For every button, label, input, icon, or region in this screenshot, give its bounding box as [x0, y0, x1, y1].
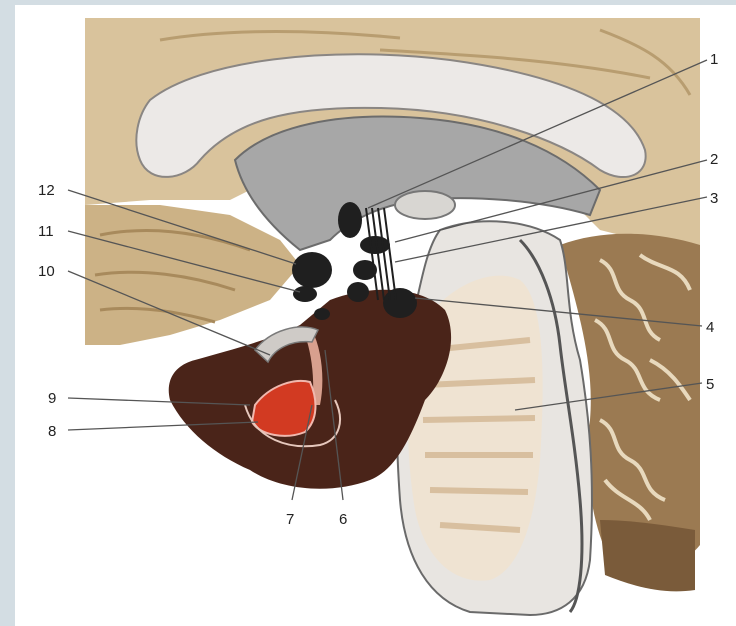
label-4: 4 [706, 319, 714, 336]
label-11: 11 [38, 223, 54, 240]
nucleus-1 [338, 202, 362, 238]
label-7: 7 [286, 511, 294, 528]
label-2: 2 [710, 151, 718, 168]
nucleus-11 [293, 286, 317, 302]
nucleus-mid [347, 282, 369, 302]
thalamus [395, 191, 455, 219]
label-9: 9 [48, 390, 56, 407]
label-1: 1 [710, 51, 718, 68]
label-5: 5 [706, 376, 714, 393]
nucleus-12 [292, 252, 332, 288]
label-8: 8 [48, 423, 56, 440]
label-10: 10 [38, 263, 55, 280]
nucleus-10 [314, 308, 330, 320]
label-3: 3 [710, 190, 718, 207]
label-12: 12 [38, 182, 55, 199]
label-6: 6 [339, 511, 347, 528]
